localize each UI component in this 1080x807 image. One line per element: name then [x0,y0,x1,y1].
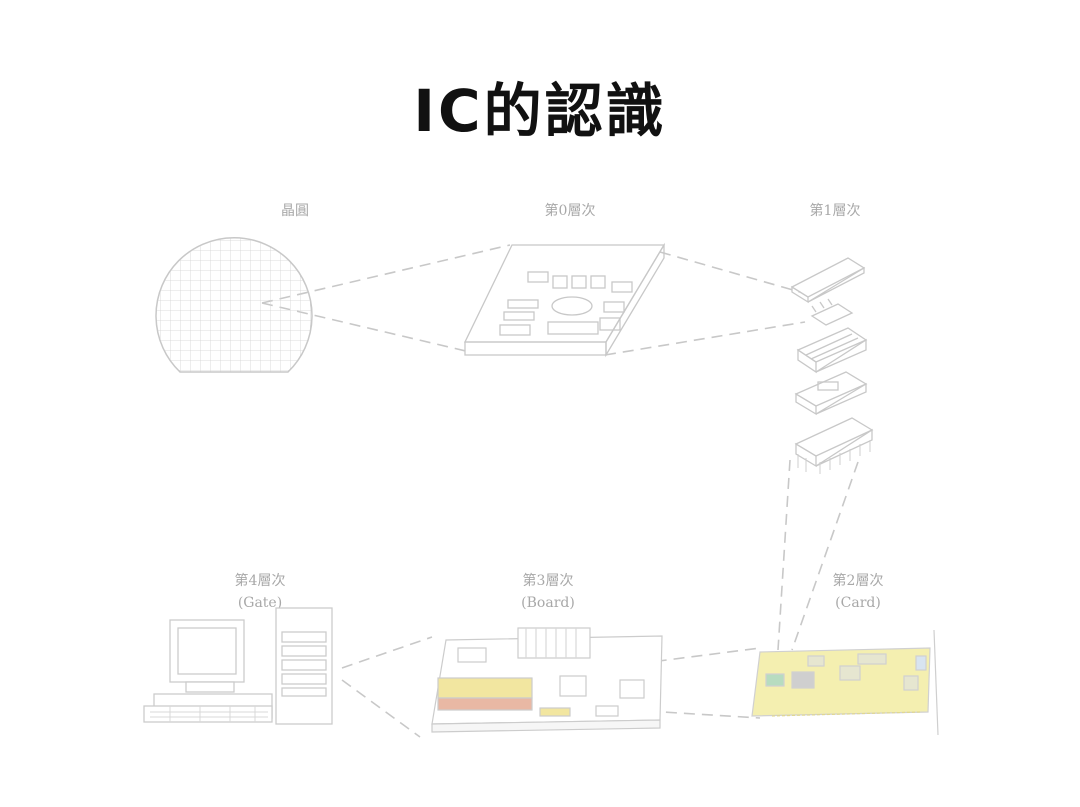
chip-package-icon [790,257,874,474]
label-level-2: 第2層次(Card) [832,573,884,611]
label-level-3: 第3層次(Board) [521,573,575,611]
wafer-icon [155,237,313,373]
label-level-4: 第4層次(Gate) [234,573,286,611]
label-level-1: 第1層次 [809,203,861,219]
page-title: IC的認識 [413,77,667,145]
die-icon [463,242,666,358]
label-level-0: 第0層次 [544,203,596,219]
computer-icon [143,607,333,725]
label-wafer: 晶圓 [281,203,309,219]
motherboard-icon [431,627,663,733]
expansion-card-icon [751,629,939,736]
